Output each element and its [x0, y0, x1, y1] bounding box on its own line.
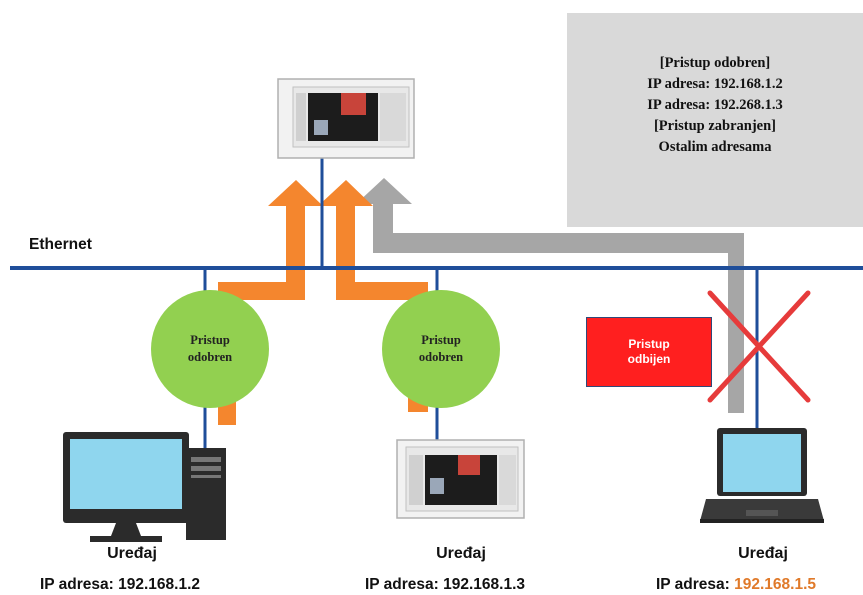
badge-text-line2: odbijen: [627, 352, 671, 366]
rules-line-5: Ostalim adresama: [658, 138, 772, 155]
target-plc-icon: [277, 78, 415, 159]
device-ip-3: IP adresa: 192.168.1.5: [656, 576, 816, 594]
ip-label: IP adresa:: [656, 576, 730, 593]
rules-line-2: IP adresa: 192.168.1.2: [647, 75, 783, 92]
denied-arrow: [356, 178, 744, 413]
ip-value: 192.168.1.2: [118, 576, 201, 593]
access-granted-badge-2: Pristup odobren: [382, 290, 500, 408]
badge-text-line2: odobren: [418, 350, 464, 364]
access-rules-box: [Pristup odobren] IP adresa: 192.168.1.2…: [567, 13, 863, 227]
access-denied-badge: Pristup odbijen: [586, 317, 712, 387]
badge-text-line2: odobren: [187, 350, 233, 364]
allowed-arrow-middle: [318, 180, 428, 412]
badge-text-line1: Pristup: [628, 337, 670, 351]
rules-line-1: [Pristup odobren]: [659, 54, 771, 71]
device-name-1: Uređaj: [107, 545, 157, 562]
access-granted-badge-1: Pristup odobren: [151, 290, 269, 408]
device-name-2: Uređaj: [436, 545, 486, 562]
rules-line-3: IP adresa: 192.268.1.3: [647, 96, 783, 113]
device-ip-1: IP adresa: 192.168.1.2: [40, 576, 200, 594]
device-ip-2: IP adresa: 192.168.1.3: [365, 576, 525, 594]
allowed-arrow-left: [218, 180, 323, 425]
device-name-3: Uređaj: [738, 545, 788, 562]
ethernet-label: Ethernet: [29, 236, 92, 253]
badge-text-line1: Pristup: [421, 333, 461, 347]
desktop-computer-icon: [63, 432, 226, 542]
plc-controller-icon: [396, 439, 525, 519]
denied-cross-icon: [707, 290, 811, 403]
ip-label: IP adresa:: [365, 576, 439, 593]
ip-value: 192.168.1.3: [443, 576, 526, 593]
laptop-icon: [700, 428, 824, 523]
rules-line-4: [Pristup zabranjen]: [653, 117, 777, 134]
ip-label: IP adresa:: [40, 576, 114, 593]
badge-text-line1: Pristup: [190, 333, 230, 347]
ip-value: 192.168.1.5: [734, 576, 817, 593]
